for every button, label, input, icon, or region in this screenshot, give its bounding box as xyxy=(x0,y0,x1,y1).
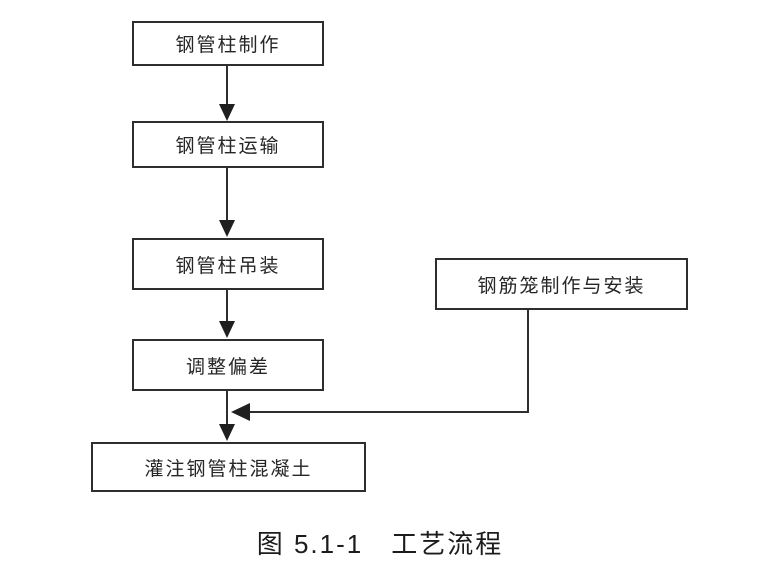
arrow-down-icon xyxy=(219,220,235,237)
arrow-left-icon xyxy=(231,403,250,421)
flow-node-label: 钢管柱运输 xyxy=(175,136,281,157)
flow-node-label: 钢管柱吊装 xyxy=(175,255,281,277)
connector-adjust-pour xyxy=(219,391,235,441)
flow-node-label: 钢筋笼制作与安装 xyxy=(477,275,646,297)
flow-node-steel-pipe-fabrication: 钢管柱制作 xyxy=(132,21,324,66)
arrow-down-icon xyxy=(219,424,235,441)
figure-caption: 图 5.1-1 工艺流程 xyxy=(256,529,504,559)
connector-hoist-adjust xyxy=(219,290,235,338)
connector-rebar-main-flow xyxy=(231,310,529,421)
connector-fabricate-transport xyxy=(219,66,235,121)
flow-node-label: 调整偏差 xyxy=(185,356,270,378)
arrow-down-icon xyxy=(219,321,235,338)
flow-node-steel-pipe-hoisting: 钢管柱吊装 xyxy=(132,238,324,290)
flow-node-rebar-cage-fabrication-installation: 钢筋笼制作与安装 xyxy=(435,258,688,310)
flow-node-concrete-pouring: 灌注钢管柱混凝土 xyxy=(91,442,366,492)
arrow-down-icon xyxy=(219,104,235,121)
connector-transport-hoist xyxy=(219,168,235,237)
flow-node-label: 灌注钢管柱混凝土 xyxy=(144,458,313,480)
flow-node-steel-pipe-transport: 钢管柱运输 xyxy=(132,121,324,168)
flow-node-label: 钢管柱制作 xyxy=(175,35,281,56)
flow-node-deviation-adjustment: 调整偏差 xyxy=(132,339,324,391)
